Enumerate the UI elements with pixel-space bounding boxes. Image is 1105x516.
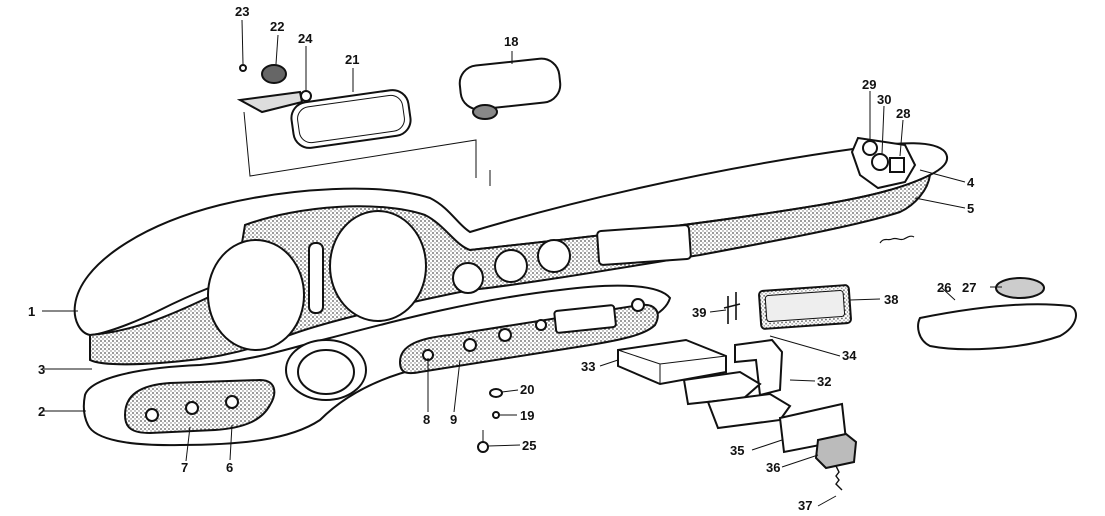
glove-box-33 — [617, 338, 727, 386]
speedometer-gauge — [207, 239, 305, 351]
callout-28: 28 — [896, 106, 910, 121]
grab-handle-26 — [917, 303, 1077, 351]
cluster-knob-29 — [862, 140, 878, 156]
callout-32: 32 — [817, 374, 831, 389]
bulb-25 — [477, 441, 489, 453]
cluster-switch-28 — [889, 157, 905, 173]
tray-lower — [706, 392, 792, 430]
leader-lines — [42, 19, 1002, 507]
latch-36 — [814, 432, 858, 470]
steering-column-inner — [297, 349, 355, 395]
radio-opening — [596, 224, 692, 266]
callout-8: 8 — [423, 412, 430, 427]
switch-3 — [498, 328, 512, 342]
spring-37 — [835, 465, 843, 491]
callout-7: 7 — [181, 460, 188, 475]
mirror-21-inner — [297, 94, 405, 144]
callout-25: 25 — [522, 438, 536, 453]
callout-29: 29 — [862, 77, 876, 92]
callout-22: 22 — [270, 19, 284, 34]
callout-labels: 1 2 3 4 5 6 7 8 9 18 19 20 21 22 23 24 2… — [28, 4, 976, 513]
switch-2 — [463, 338, 477, 352]
switch-4 — [535, 319, 547, 331]
left-knob-3 — [225, 395, 239, 409]
dash-script-badge — [879, 235, 915, 244]
tachometer-gauge — [329, 210, 427, 322]
callout-19: 19 — [520, 408, 534, 423]
warning-light-strip — [308, 242, 324, 314]
callout-2: 2 — [38, 404, 45, 419]
pivot-24 — [300, 90, 312, 102]
callout-20: 20 — [520, 382, 534, 397]
visor-clip-24 — [236, 90, 304, 114]
callout-6: 6 — [226, 460, 233, 475]
mirror-mount-22 — [261, 64, 287, 84]
dashboard-assembly — [73, 136, 949, 447]
clock-slot — [553, 304, 617, 334]
mirror-group — [236, 57, 562, 186]
callout-18: 18 — [504, 34, 518, 49]
callout-24: 24 — [298, 31, 313, 46]
callout-37: 37 — [798, 498, 812, 513]
mirror-18 — [458, 57, 562, 111]
clip-39 — [723, 292, 741, 324]
callout-38: 38 — [884, 292, 898, 307]
callout-27: 27 — [962, 280, 976, 295]
screw-23 — [239, 64, 247, 72]
callout-35: 35 — [730, 443, 744, 458]
aux-gauge-3 — [537, 239, 571, 273]
tray-upper — [682, 370, 762, 406]
callout-26: 26 — [937, 280, 951, 295]
aux-gauge-1 — [452, 262, 484, 294]
mirror-18-stem — [472, 104, 498, 120]
mirror-leader-line — [243, 111, 491, 186]
left-knob-1 — [145, 408, 159, 422]
callout-21: 21 — [345, 52, 359, 67]
left-knob-2 — [185, 401, 199, 415]
left-lower-panel — [123, 378, 276, 435]
name-plate-38-inner — [764, 290, 846, 322]
callout-5: 5 — [967, 201, 974, 216]
callout-30: 30 — [877, 92, 891, 107]
callout-4: 4 — [967, 175, 975, 190]
washer-20 — [489, 388, 503, 398]
switch-5 — [631, 298, 645, 312]
callout-1: 1 — [28, 304, 35, 319]
callout-33: 33 — [581, 359, 595, 374]
callout-9: 9 — [450, 412, 457, 427]
callout-39: 39 — [692, 305, 706, 320]
callout-36: 36 — [766, 460, 780, 475]
callout-23: 23 — [235, 4, 249, 19]
callout-3: 3 — [38, 362, 45, 377]
cluster-knob-30 — [871, 153, 889, 171]
callout-34: 34 — [842, 348, 857, 363]
grab-handle-cover-27 — [995, 277, 1045, 299]
glove-box-33-top — [617, 349, 727, 384]
aux-gauge-2 — [494, 249, 528, 283]
loose-parts — [477, 277, 1077, 491]
bracket-32 — [734, 338, 784, 397]
